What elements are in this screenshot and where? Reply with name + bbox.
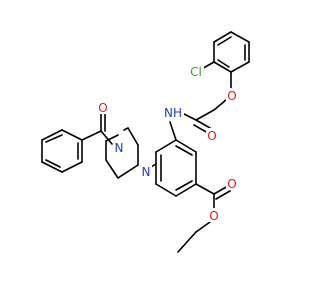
bond-amide-carbonyl bbox=[193, 119, 211, 134]
atom-n4: N bbox=[142, 165, 151, 179]
central-benzene-ring bbox=[155, 139, 197, 197]
bond-o-ch2 bbox=[213, 99, 227, 111]
atom-cl: Cl bbox=[190, 65, 202, 79]
bond-n1-cbenzoyl bbox=[100, 130, 113, 145]
benzoyl-phenyl-ring bbox=[41, 129, 83, 173]
atom-o-amide: O bbox=[207, 129, 216, 143]
bond-oester-ch2 bbox=[195, 221, 211, 233]
atom-o-ester: O bbox=[209, 209, 218, 223]
bond-ester-carbonyl bbox=[213, 185, 231, 200]
structure-canvas: Cl O O NH O N N O O bbox=[41, 31, 250, 253]
atom-nh: NH bbox=[164, 106, 182, 120]
piperazine-ring bbox=[105, 127, 139, 179]
bond-nh-ring bbox=[169, 121, 177, 141]
molecule-diagram: Cl O O NH O N N O O bbox=[41, 31, 250, 253]
bond-ethyl bbox=[177, 231, 197, 253]
atom-o-ester-carbonyl: O bbox=[227, 177, 236, 191]
chlorophenyl-ring bbox=[213, 31, 250, 73]
bond-benzoyl-carbonyl bbox=[100, 112, 106, 132]
bond-ring-cester bbox=[195, 183, 215, 195]
bond-ch2-camide bbox=[195, 109, 215, 121]
atom-o-ether: O bbox=[227, 89, 236, 103]
bond-cbenzoyl-phenyl bbox=[81, 130, 102, 141]
atom-o-benzoyl: O bbox=[98, 101, 107, 115]
atom-n1: N bbox=[115, 141, 124, 155]
